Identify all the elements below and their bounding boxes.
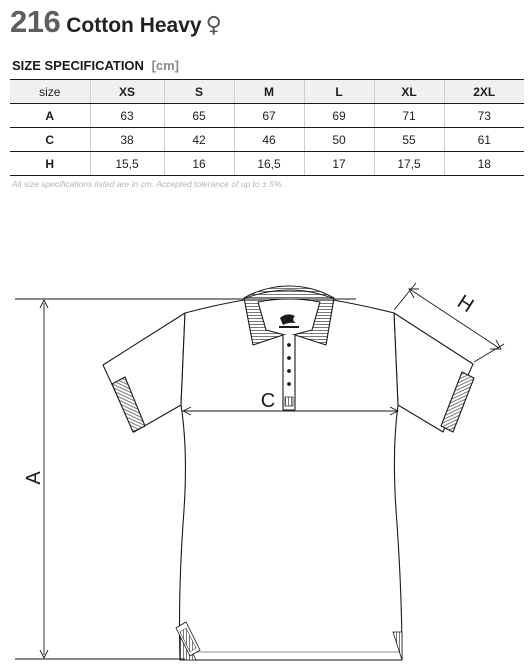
measure-c [181, 406, 400, 416]
row-label: A [10, 103, 90, 128]
product-name: Cotton Heavy [66, 14, 202, 37]
table-cell: 67 [233, 103, 304, 128]
label-a: A [23, 471, 45, 485]
table-row-a: A 63 65 67 69 71 73 [10, 103, 524, 128]
table-cell: 50 [303, 127, 374, 152]
left-sleeve [102, 312, 186, 433]
hem-label-icon [175, 621, 201, 657]
table-cell: 55 [373, 127, 444, 152]
header-cell-size: size [10, 79, 90, 104]
table-cell: 16 [163, 151, 234, 176]
size-spec-unit: [cm] [151, 58, 180, 73]
table-cell: 69 [303, 103, 374, 128]
table-cell: 61 [443, 127, 524, 152]
table-cell: 18 [443, 151, 524, 176]
product-title: 216 Cotton Heavy ♀ [10, 4, 222, 44]
table-cell: 71 [373, 103, 444, 128]
table-cell: 16,5 [233, 151, 304, 176]
size-table: size XS S M L XL 2XL A 63 65 67 69 71 73… [10, 79, 524, 176]
left-cuff [111, 376, 146, 433]
table-cell: 15,5 [89, 151, 164, 176]
table-cell: 73 [443, 103, 524, 128]
header-cell-2xl: 2XL [443, 79, 524, 104]
button-3-icon [287, 369, 291, 373]
button-4-icon [287, 382, 291, 386]
header-cell-xs: XS [89, 79, 164, 104]
right-cuff [440, 371, 475, 433]
header-cell-l: L [303, 79, 374, 104]
product-number: 216 [10, 4, 61, 39]
placket-buttons [287, 343, 291, 386]
table-row-h: H 15,5 16 16,5 17 17,5 18 [10, 151, 524, 176]
size-spec-heading: SIZE SPECIFICATION [cm] [12, 58, 179, 73]
table-header-row: size XS S M L XL 2XL [10, 79, 524, 104]
header-cell-m: M [233, 79, 304, 104]
table-row-c: C 38 42 46 50 55 61 [10, 127, 524, 152]
button-1-icon [287, 343, 291, 347]
female-symbol-icon: ♀ [205, 13, 222, 38]
table-cell: 65 [163, 103, 234, 128]
table-cell: 38 [89, 127, 164, 152]
measure-a [15, 298, 356, 660]
row-label: H [10, 151, 90, 176]
table-cell: 46 [233, 127, 304, 152]
measure-h [393, 282, 505, 363]
polo-shirt-diagram: A C H [15, 282, 505, 661]
tolerance-note: All size specifications listed are in cm… [12, 179, 284, 189]
button-2-icon [287, 356, 291, 360]
table-cell: 63 [89, 103, 164, 128]
label-h: H [453, 291, 477, 317]
table-cell: 42 [163, 127, 234, 152]
label-c: C [261, 390, 275, 412]
header-cell-xl: XL [373, 79, 444, 104]
row-label: C [10, 127, 90, 152]
right-side-vent [392, 631, 403, 661]
header-cell-s: S [163, 79, 234, 104]
size-spec-title: SIZE SPECIFICATION [12, 58, 144, 73]
table-cell: 17,5 [373, 151, 444, 176]
brand-logo-icon [279, 314, 299, 328]
table-cell: 17 [303, 151, 374, 176]
right-sleeve [393, 312, 474, 433]
